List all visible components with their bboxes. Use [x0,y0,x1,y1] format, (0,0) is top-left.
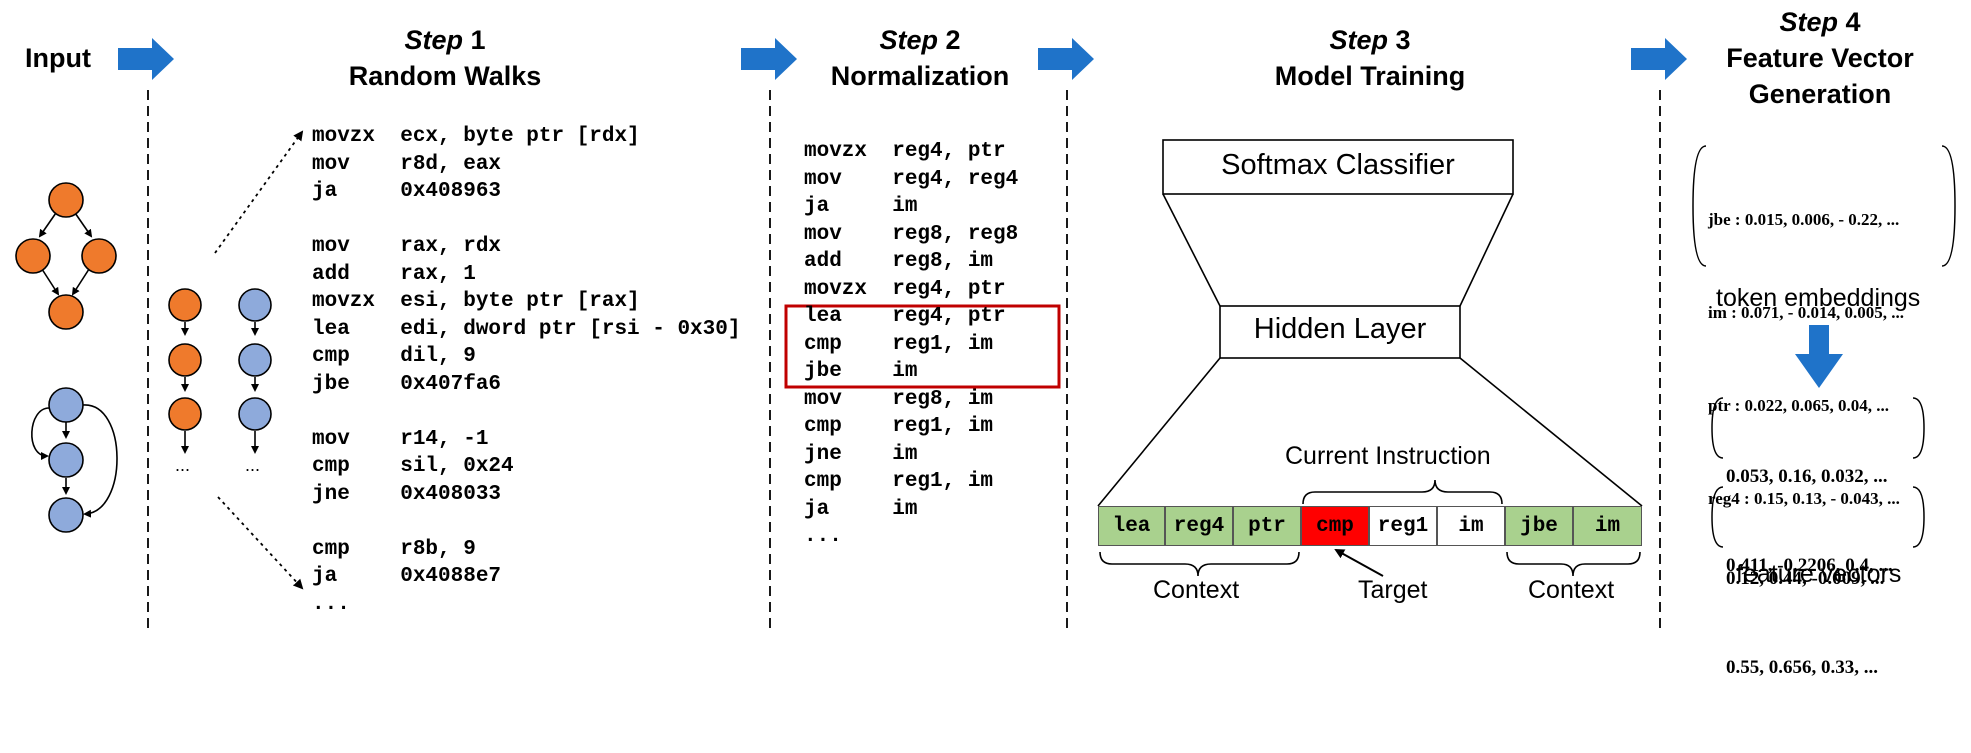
walk-orange [168,288,202,454]
step4-num: 4 [1845,7,1861,37]
token-reg4: reg4 [1165,506,1233,546]
dotted-arrow-up [214,130,304,254]
token-im-2: im [1573,506,1642,546]
dotted-arrow-down [217,496,304,590]
input-graph-orange [15,182,117,330]
brace-current [1302,479,1503,505]
step1-title: Random Walks [348,61,542,91]
embedding-row: im : 0.071, - 0.014, 0.005, ... [1708,303,1904,322]
step3-header: Step 3 Model Training [1220,22,1520,94]
current-instruction-label: Current Instruction [1285,442,1491,470]
embedding-row: reg4 : 0.15, 0.13, - 0.043, ... [1708,489,1900,508]
brace-context-right [1506,551,1641,577]
step4-title-line1: Feature Vector [1726,43,1914,73]
step1-header: Step 1 Random Walks [290,22,600,94]
target-arrow [1334,549,1384,577]
token-embeddings-label: token embeddings [1716,284,1921,312]
step2-num: 2 [945,25,961,55]
vector-row: 0.55, 0.656, 0.33, ... [1726,657,1878,678]
brace-context-left [1099,551,1300,577]
walk-orange-ellipsis: ... [175,455,191,475]
step1-word: Step [404,25,463,55]
step4-word: Step [1779,7,1838,37]
vector-row: 0.053, 0.16, 0.032, ... [1726,466,1888,487]
feature-vectors-group1: 0.053, 0.16, 0.032, ... 0.12, 0.44, -0.0… [1726,392,1888,664]
step3-title: Model Training [1274,61,1466,91]
step3-num: 3 [1395,25,1411,55]
token-im: im [1437,506,1505,546]
step2-word: Step [879,25,938,55]
hidden-layer-box [1219,305,1461,359]
raw-assembly-code: movzx ecx, byte ptr [rdx] mov r8d, eax j… [312,125,741,616]
softmax-label: Softmax Classifier [1221,149,1455,181]
walk-blue-ellipsis: ... [245,455,261,475]
down-arrow-icon [1795,325,1843,388]
context-right-label: Context [1528,576,1615,604]
token-lea: lea [1098,506,1165,546]
context-left-label: Context [1153,576,1240,604]
target-label: Target [1358,576,1428,604]
highlight-box [784,304,1061,389]
hidden-layer-label: Hidden Layer [1253,313,1427,345]
token-embeddings: jbe : 0.015, 0.006, - 0.22, ... im : 0.0… [1708,142,1904,576]
embedding-row: jbe : 0.015, 0.006, - 0.22, ... [1708,210,1900,229]
token-jbe: jbe [1505,506,1573,546]
step4-header: Step 4 Feature Vector Generation [1680,4,1960,112]
flow-arrow-4-icon [1631,38,1687,80]
vector-row: 0.12, 0.44, -0.009, ... [1726,568,1885,589]
feature-vectors-group2: 0.411, -0.2206, 0.4, ... 0.55, 0.656, 0.… [1726,481,1893,753]
normalized-code: movzx reg4, ptr mov reg4, reg4 ja im mov… [804,140,1019,548]
embedding-row: ptr : 0.022, 0.065, 0.04, ... [1708,396,1890,415]
flow-arrow-1-icon [118,38,174,80]
token-reg1: reg1 [1369,506,1437,546]
step3-word: Step [1329,25,1388,55]
step1-num: 1 [470,25,486,55]
step2-title: Normalization [830,61,1010,91]
feature-vectors-label: feature vectors [1736,560,1902,588]
step2-header: Step 2 Normalization [790,22,1050,94]
token-ptr: ptr [1233,506,1301,546]
softmax-box [1162,139,1514,195]
step4-title-line2: Generation [1748,79,1892,109]
input-graph-blue [31,387,118,533]
vector-row: 0.411, -0.2206, 0.4, ... [1726,555,1893,576]
input-label: Input [25,43,91,73]
walk-blue [238,288,272,454]
token-cmp-target: cmp [1301,506,1369,546]
flow-arrow-3-icon [1038,38,1094,80]
flow-arrow-2-icon [741,38,797,80]
